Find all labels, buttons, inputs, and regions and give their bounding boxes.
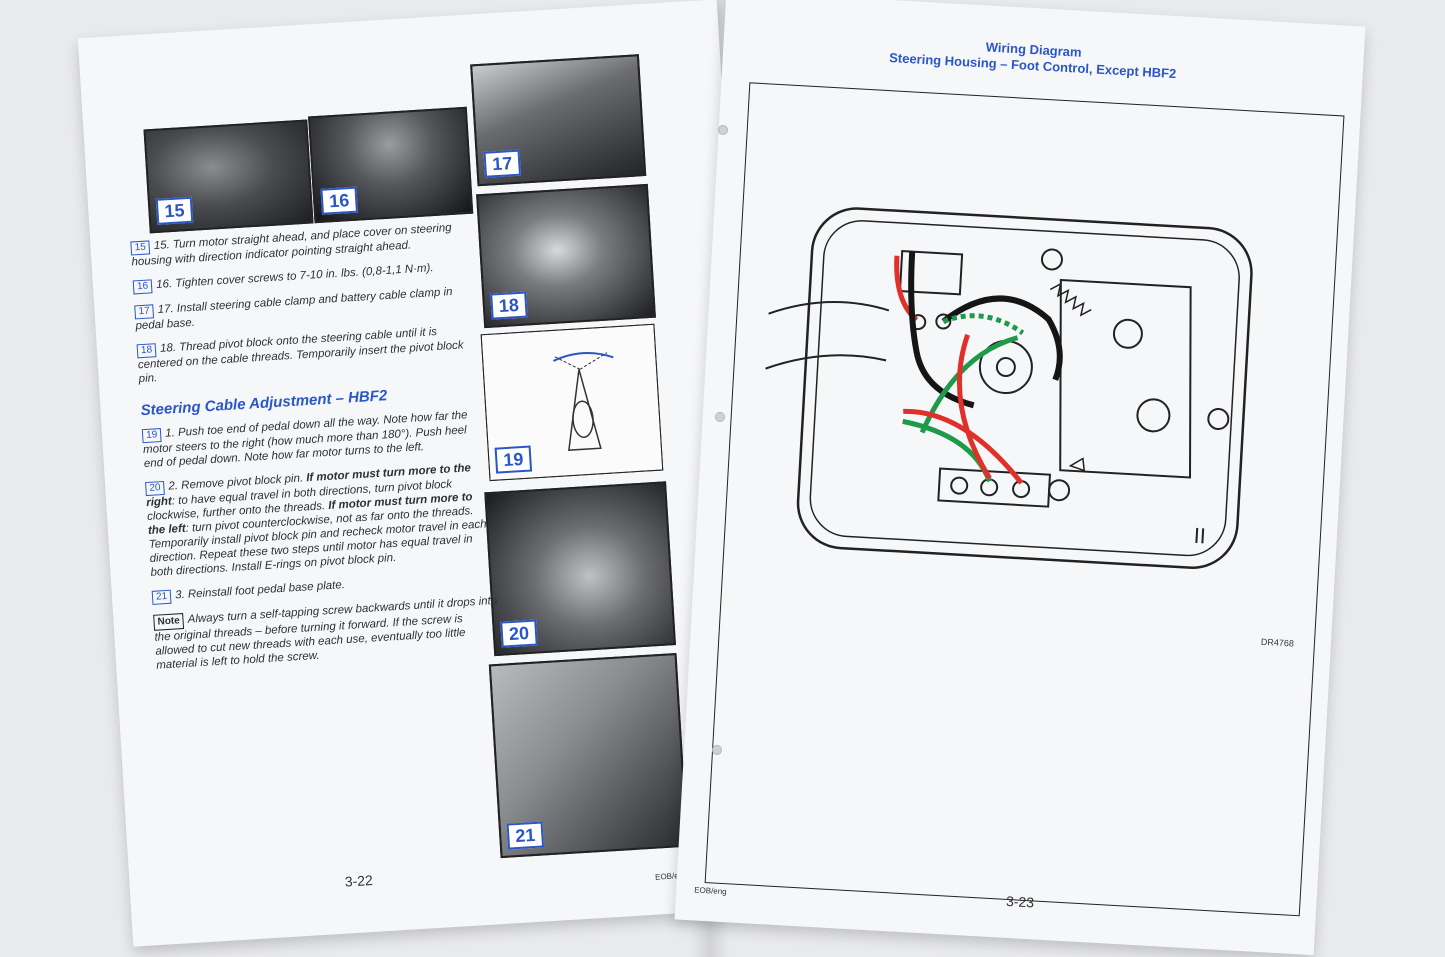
- pinion-gear: [978, 340, 1033, 395]
- photo-number: 21: [506, 821, 545, 850]
- tick-mark: [1195, 527, 1199, 544]
- terminal-block: [937, 467, 1052, 508]
- housing-outline: [796, 207, 1253, 569]
- photo-18: 18: [476, 183, 656, 329]
- pivot-boss-top: [1112, 318, 1143, 349]
- wire-red-mid: [957, 334, 992, 480]
- left-page: 15 16 17 18 19: [77, 0, 773, 947]
- page-number-right: 3-23: [1005, 892, 1035, 911]
- pinion-hub: [995, 357, 1016, 378]
- photo-17: 17: [470, 54, 647, 187]
- cable-sheath-top: [768, 301, 890, 315]
- binder-hole: [712, 745, 722, 755]
- wiring-diagram: [765, 207, 1253, 569]
- gear-teeth: [1049, 282, 1092, 317]
- indicator-arrow: [1068, 457, 1086, 472]
- footer-code-right: EOB/eng: [693, 885, 727, 897]
- photo-19-drawing: 19: [480, 323, 664, 482]
- binder-hole: [718, 125, 728, 135]
- housing-inner: [809, 220, 1240, 557]
- gear-sector: [1059, 278, 1192, 479]
- photo-number: 20: [500, 619, 538, 648]
- photo-number: 17: [483, 149, 522, 178]
- mount-hole-bottom: [1048, 479, 1071, 502]
- cable-sheath-bottom: [765, 354, 887, 370]
- photo-20: 20: [484, 481, 676, 657]
- wire-black: [908, 251, 975, 409]
- terminal-screw: [935, 313, 952, 330]
- page-title: Wiring Diagram Steering Housing – Foot C…: [888, 39, 1177, 82]
- wire-red-bottom: [903, 408, 1024, 485]
- photo-number: 16: [320, 186, 358, 215]
- right-page: Wiring Diagram Steering Housing – Foot C…: [674, 0, 1366, 956]
- photo-number: 19: [494, 445, 533, 474]
- photo-16: 16: [308, 106, 474, 224]
- photo-15: 15: [143, 119, 314, 234]
- binder-hole: [715, 412, 725, 422]
- tick-mark: [1201, 528, 1205, 544]
- switch-body: [898, 250, 964, 296]
- photo-number: 18: [490, 291, 528, 320]
- mount-hole-right: [1207, 407, 1230, 430]
- wire-red-top: [894, 255, 919, 322]
- pivot-boss: [1136, 398, 1171, 433]
- mount-hole-top: [1040, 248, 1063, 271]
- pedal-drawing: [552, 352, 614, 451]
- wire-black-loop: [941, 295, 1063, 381]
- note-label: Note: [153, 613, 185, 631]
- wire-green-white: [942, 313, 1025, 335]
- photo-21: 21: [488, 652, 689, 859]
- diagram-code: DR4768: [1260, 636, 1295, 649]
- photo-number: 15: [155, 196, 194, 225]
- terminal-screw: [950, 476, 969, 495]
- page-number-left: 3-22: [344, 871, 374, 890]
- wire-green-bottom: [902, 418, 992, 483]
